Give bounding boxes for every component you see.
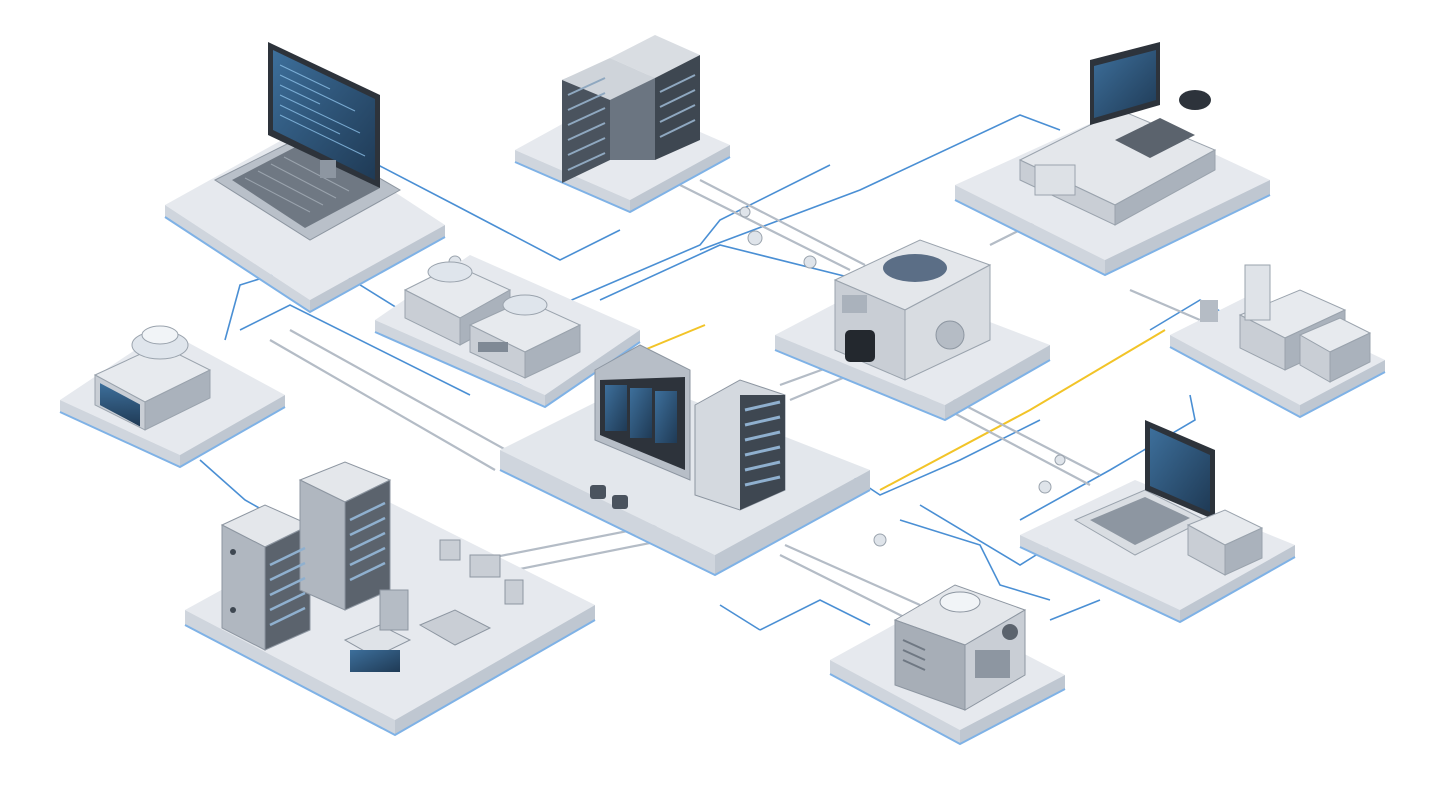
platform-laptop xyxy=(1019,480,1296,624)
laptop-icon xyxy=(1073,420,1264,576)
processing-unit-icon xyxy=(833,239,992,381)
desktop-computer-icon xyxy=(213,42,402,241)
printer-icon xyxy=(1200,264,1372,383)
lab-instrument-icon xyxy=(403,261,582,379)
analyzer-icon xyxy=(93,325,212,431)
datacenter-icon xyxy=(220,461,524,672)
scanner-icon xyxy=(893,584,1027,711)
control-station-icon xyxy=(1018,42,1217,226)
server-rack-icon xyxy=(562,35,700,183)
server-hub-icon xyxy=(590,344,786,511)
